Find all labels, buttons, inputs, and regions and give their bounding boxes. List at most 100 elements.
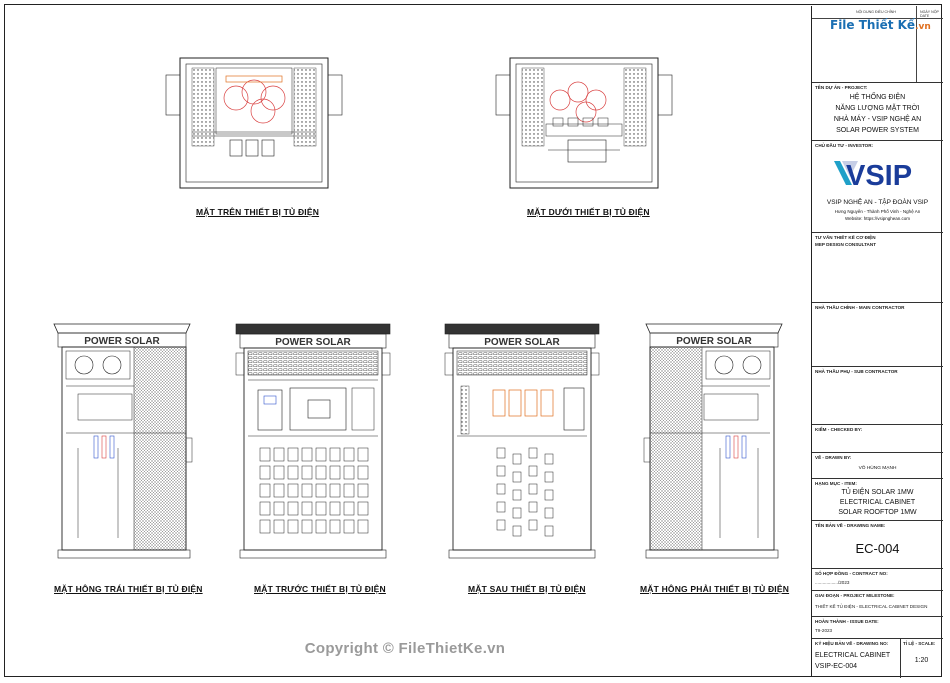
breaker-block [301,519,313,534]
breaker-block [259,519,271,534]
issue-section: HOÀN THÀNH - ISSUE DATE: T9-2023 [812,616,943,638]
milestone-value: THIẾT KẾ TỦ ĐIỆN - ELECTRICAL CABINET DE… [815,604,928,609]
contract-value: ................../2023 [815,580,850,585]
item-line-3: SOLAR ROOFTOP 1MW [838,509,917,516]
caption-left-view: MẶT HÔNG TRÁI THIẾT BỊ TỦ ĐIỆN [54,584,203,594]
fuse-block [528,447,538,459]
breaker-block [287,447,299,462]
fuse-block [496,483,506,495]
brand-logo: File Thiết Kế.vn [830,18,931,32]
fuse-block [496,519,506,531]
breaker-block [357,501,369,516]
investor-address: Hưng Nguyên - Thành Phố Vinh - Nghệ An [834,209,921,214]
breaker-block [343,447,355,462]
breaker-block [329,465,341,480]
project-line-3: NHÀ MÁY - VSIP NGHỆ AN [833,116,922,123]
breaker-block [357,483,369,498]
vsip-logo-text: VSIP [846,160,912,191]
investor-label: CHỦ ĐẦU TƯ - INVESTOR: [815,143,874,148]
checked-section: KIỂM - CHECKED BY: [812,424,943,452]
left-side-view [53,323,193,559]
breaker-block [273,519,285,534]
project-line-2: NĂNG LƯỢNG MẶT TRỜI [835,105,920,112]
breaker-block [315,501,327,516]
sub-contractor-label: NHÀ THẦU PHỤ - SUB CONTRACTOR [815,369,898,374]
scale-value: 1:20 [914,657,929,664]
main-contractor-label: NHÀ THẦU CHÍNH - MAIN CONTRACTOR [815,305,905,310]
cabinet-views: POWER SOLAR POWER SOLAR POWER SOLAR POWE… [53,57,783,559]
cabinet-label-left: POWER SOLAR [84,336,160,347]
breaker-block [287,501,299,516]
fuse-block [512,489,522,501]
fuse-block [544,489,554,501]
drawing-no-line-1: ELECTRICAL CABINET [815,652,891,659]
breaker-block [315,465,327,480]
front-view [235,323,391,559]
item-label: HẠNG MỤC - ITEM: [815,481,857,486]
breaker-block [301,465,313,480]
fuse-block [496,501,506,513]
drawing-name-value: EC-004 [855,541,900,556]
sheet-border [4,4,942,677]
project-section: TÊN DỰ ÁN - PROJECT: HỆ THỐNG ĐIỆN NĂNG … [812,82,943,140]
back-view [444,323,600,559]
item-line-1: TỦ ĐIỆN SOLAR 1MW [841,489,914,496]
caption-front-view: MẶT TRƯỚC THIẾT BỊ TỦ ĐIỆN [254,584,386,594]
caption-top-view: MẶT TRÊN THIẾT BỊ TỦ ĐIỆN [196,207,320,217]
drawn-section: VẼ - DRAWN BY: VÕ HÙNG MẠNH [812,452,943,478]
breaker-block [287,465,299,480]
consultant-section: TƯ VẤN THIẾT KẾ CƠ ĐIỆN MEP DESIGN CONSU… [812,232,943,302]
revision-col-content: NỘI DUNG ĐIỀU CHỈNH [856,10,896,14]
breaker-block [259,465,271,480]
investor-section: CHỦ ĐẦU TƯ - INVESTOR: VSIP VSIP NGHỆ AN… [812,140,943,232]
breaker-block [343,465,355,480]
breaker-block [343,519,355,534]
fuse-block [544,453,554,465]
caption-bottom-view: MẶT DƯỚI THIẾT BỊ TỦ ĐIỆN [527,207,650,217]
breaker-block [357,519,369,534]
item-section: HẠNG MỤC - ITEM: TỦ ĐIỆN SOLAR 1MW ELECT… [812,478,943,520]
breaker-block [315,519,327,534]
sub-contractor-section: NHÀ THẦU PHỤ - SUB CONTRACTOR [812,366,943,424]
fuse-block [528,483,538,495]
brand-main: File Thiết Kế [830,18,916,32]
issue-label: HOÀN THÀNH - ISSUE DATE: [815,619,879,624]
milestone-label: GIAI ĐOẠN - PROJECT MILESTONE: [815,593,895,598]
breaker-block [301,447,313,462]
breaker-block [259,501,271,516]
project-line-4: SOLAR POWER SYSTEM [836,127,919,134]
investor-name: VSIP NGHỆ AN - TẬP ĐOÀN VSIP [826,199,929,206]
fuse-block [512,453,522,465]
cabinet-label-front: POWER SOLAR [275,337,351,348]
fuse-block [544,471,554,483]
breaker-block [343,483,355,498]
copyright-watermark: Copyright © FileThietKe.vn [304,640,506,657]
brand-suffix: .vn [915,22,931,32]
drawing-no-section: KÝ HIỆU BẢN VẼ - DRAWING NO: TỈ LỆ - SCA… [812,638,943,678]
contract-section: SỐ HỢP ĐỒNG - CONTRACT NO: .............… [812,568,943,590]
fuse-block [496,447,506,459]
breaker-block [329,483,341,498]
breaker-block [287,483,299,498]
contract-label: SỐ HỢP ĐỒNG - CONTRACT NO: [815,571,888,576]
cabinet-label-right: POWER SOLAR [676,336,752,347]
project-line-1: HỆ THỐNG ĐIỆN [849,94,906,101]
main-contractor-section: NHÀ THẦU CHÍNH - MAIN CONTRACTOR [812,302,943,366]
fuse-block [528,465,538,477]
checked-label: KIỂM - CHECKED BY: [815,427,863,432]
drawing-no-line-2: VSIP-EC-004 [815,663,858,670]
revision-col-date: NGÀY NỘP DATE [920,10,939,18]
fuse-block [512,507,522,519]
drawing-no-label: KÝ HIỆU BẢN VẼ - DRAWING NO: [815,641,889,646]
title-block: NỘI DUNG ĐIỀU CHỈNH NGÀY NỘP DATE TÊN DỰ… [811,6,943,678]
breaker-block [357,447,369,462]
fuse-block [528,501,538,513]
breaker-block [329,501,341,516]
breaker-block [273,447,285,462]
breaker-block [301,483,313,498]
fuse-block [496,465,506,477]
breaker-block [287,519,299,534]
investor-website: Website: https://vsipnghean.com [845,216,910,221]
scale-label: TỈ LỆ - SCALE: [903,641,936,646]
